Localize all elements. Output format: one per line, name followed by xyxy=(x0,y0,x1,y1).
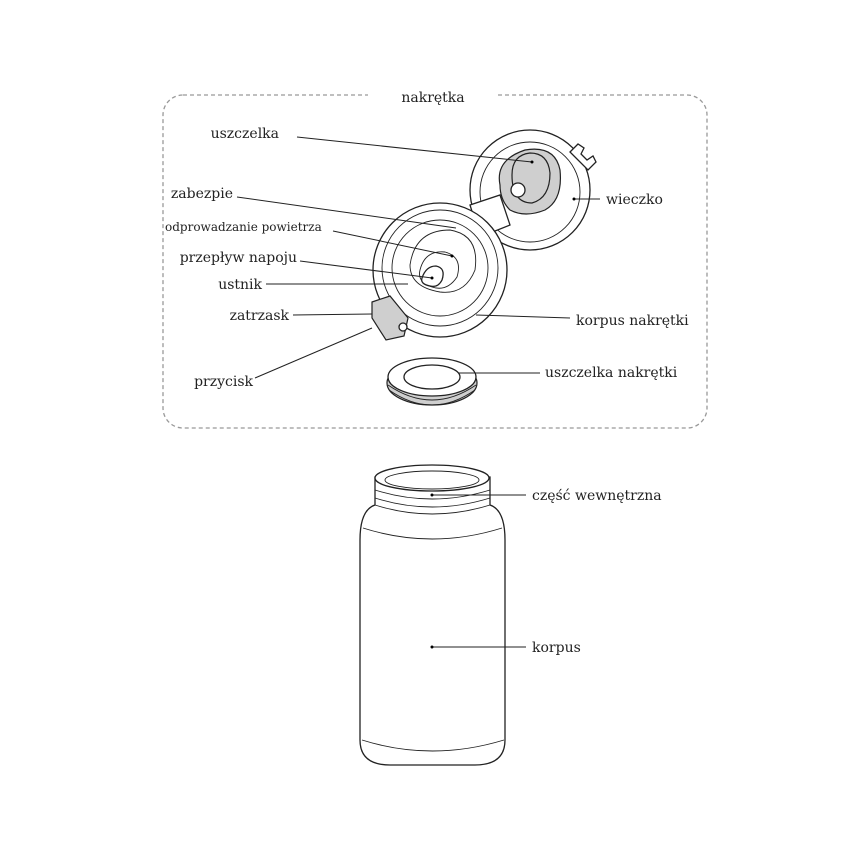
label-drink-flow: przepływ napoju xyxy=(180,250,297,266)
bottle-illustration xyxy=(359,464,506,766)
label-latch: zatrzask xyxy=(230,308,290,324)
label-mouthpiece: ustnik xyxy=(218,277,262,293)
cap-illustration xyxy=(371,129,597,406)
label-inner: część wewnętrzna xyxy=(532,488,662,504)
label-lid: wieczko xyxy=(606,192,663,208)
label-lock: zabezpie xyxy=(171,186,233,202)
label-body: korpus xyxy=(532,640,581,656)
label-button: przycisk xyxy=(194,374,253,390)
leader-lines xyxy=(236,136,600,649)
cap-title-background xyxy=(368,85,498,107)
cap-group-title: nakrętka xyxy=(401,90,464,106)
label-air-vent: odprowadzanie powietrza xyxy=(165,220,322,234)
label-cap-seal: uszczelka nakrętki xyxy=(545,365,678,381)
label-cap-body: korpus nakrętki xyxy=(576,313,689,329)
label-seal: uszczelka xyxy=(211,126,279,142)
